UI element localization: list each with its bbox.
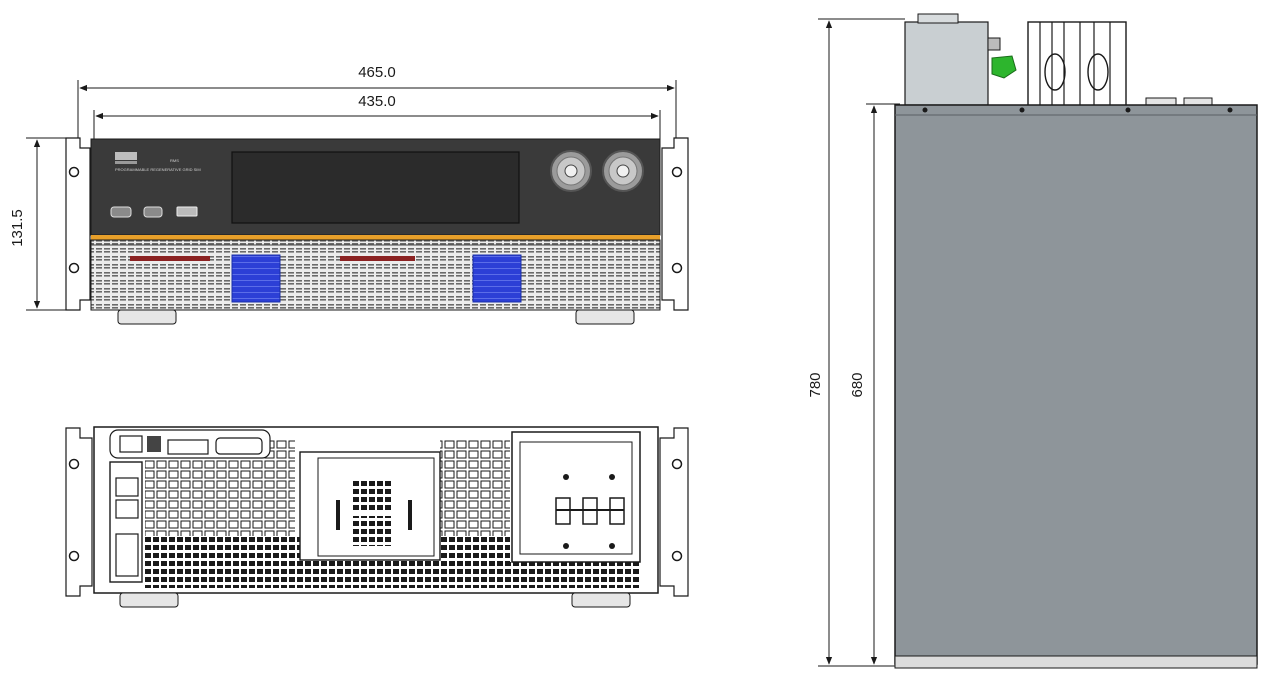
rear-foot bbox=[571, 592, 631, 608]
rear-vent-dense bbox=[510, 562, 640, 588]
connector bbox=[147, 436, 161, 452]
ac-terminal-cover bbox=[1027, 21, 1127, 107]
terminal-green bbox=[991, 55, 1017, 79]
panel-width-dimension: 435.0 bbox=[93, 93, 661, 140]
ethernet-port bbox=[115, 477, 139, 497]
overall-width-label: 465.0 bbox=[358, 64, 396, 81]
body-depth-label: 680 bbox=[849, 372, 866, 397]
front-foot bbox=[575, 309, 635, 325]
fan-blade-marker bbox=[130, 256, 210, 261]
rear-right-ear bbox=[659, 427, 689, 597]
filter-block bbox=[472, 254, 522, 303]
rear-view bbox=[65, 426, 689, 608]
display-screen bbox=[231, 151, 520, 224]
overall-width-dimension: 465.0 bbox=[77, 64, 677, 150]
right-knob bbox=[602, 150, 644, 192]
right-rack-ear bbox=[661, 137, 689, 311]
dc-bus-bars bbox=[352, 480, 392, 510]
rear-connector-housing bbox=[904, 21, 989, 106]
accent-stripe bbox=[91, 235, 660, 240]
rear-vent bbox=[440, 440, 510, 536]
side-view: 780 680 bbox=[807, 13, 1258, 669]
front-foot bbox=[117, 309, 177, 325]
dc-bus-bars bbox=[352, 516, 392, 546]
usb-port bbox=[176, 206, 198, 217]
ethernet-port bbox=[115, 499, 139, 519]
output-button bbox=[110, 206, 132, 218]
total-depth-dimension: 780 bbox=[807, 18, 905, 667]
filter-block bbox=[231, 254, 281, 303]
left-rack-ear bbox=[65, 137, 91, 311]
panel-width-label: 435.0 bbox=[358, 93, 396, 110]
rear-foot bbox=[119, 592, 179, 608]
connector bbox=[167, 439, 209, 455]
ac-terminals bbox=[555, 497, 625, 525]
left-knob bbox=[550, 150, 592, 192]
model-tag: RMS bbox=[170, 158, 179, 163]
rear-left-ear bbox=[65, 427, 93, 597]
brand-logo: RMS PROGRAMMABLE REGENERATIVE GRID SIM bbox=[115, 152, 201, 172]
front-air-intake bbox=[90, 239, 661, 311]
connector-stub bbox=[987, 37, 1001, 51]
body-depth-dimension: 680 bbox=[849, 103, 900, 665]
front-bezel-edge bbox=[894, 655, 1258, 669]
connector bbox=[119, 435, 143, 453]
fan-blade-marker bbox=[340, 256, 415, 261]
brand-line: PROGRAMMABLE REGENERATIVE GRID SIM bbox=[115, 167, 201, 172]
front-view: 465.0 435.0 131.5 bbox=[9, 64, 689, 325]
terminal-block bbox=[115, 533, 139, 577]
chassis-body bbox=[894, 104, 1258, 665]
panel-height-dimension: 131.5 bbox=[9, 137, 70, 311]
panel-height-label: 131.5 bbox=[9, 209, 26, 247]
total-depth-label: 780 bbox=[807, 372, 824, 397]
db-connector bbox=[215, 437, 263, 455]
connector-cap bbox=[917, 13, 959, 24]
power-button bbox=[143, 206, 163, 218]
